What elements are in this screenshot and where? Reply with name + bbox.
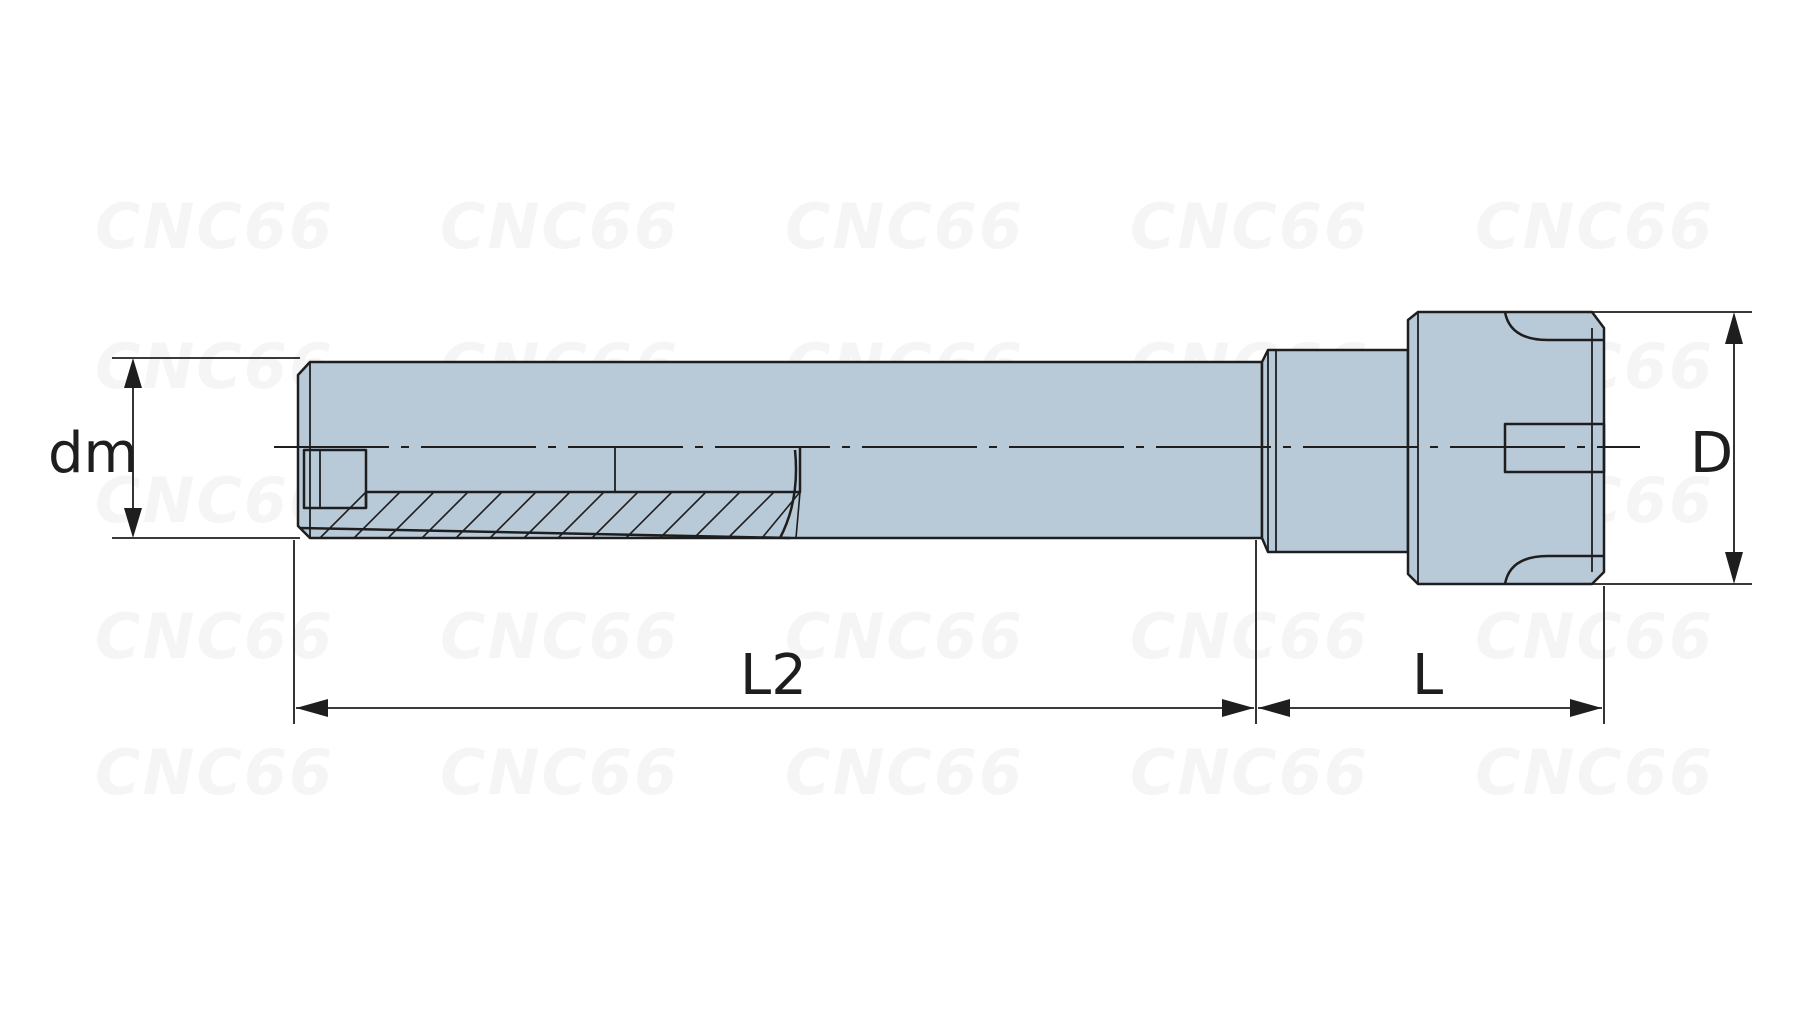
hatch-line xyxy=(523,491,571,539)
hatch-line xyxy=(421,491,469,539)
hatch-line xyxy=(795,491,801,539)
watermark-text: CNC66 xyxy=(1475,600,1714,673)
section-hatching xyxy=(319,491,801,539)
dim-label-D: D xyxy=(1690,421,1733,486)
hatch-line xyxy=(455,491,503,539)
watermark-text: CNC66 xyxy=(95,190,334,263)
tool-shank xyxy=(296,360,1264,540)
watermark-text: CNC66 xyxy=(1475,190,1714,263)
watermark-text: CNC66 xyxy=(785,190,1024,263)
watermark-text: CNC66 xyxy=(1130,600,1369,673)
dimension-L2: L2 xyxy=(293,540,1257,724)
dimension-dm: dm xyxy=(48,357,300,539)
hatch-line xyxy=(353,491,401,539)
watermark-text: CNC66 xyxy=(95,600,334,673)
dim-label-dm: dm xyxy=(48,421,138,486)
hatch-line xyxy=(727,491,775,539)
watermark-text: CNC66 xyxy=(95,736,334,809)
watermark-text: CNC66 xyxy=(1130,190,1369,263)
hatch-line xyxy=(319,491,367,539)
hatch-line xyxy=(625,491,673,539)
dimension-L: L xyxy=(1258,586,1605,724)
dim-label-L: L xyxy=(1412,643,1443,708)
watermark-text: CNC66 xyxy=(440,600,679,673)
hatch-line xyxy=(591,491,639,539)
watermark-text: CNC66 xyxy=(785,736,1024,809)
hatch-line xyxy=(693,491,741,539)
hatch-line xyxy=(489,491,537,539)
hatch-line xyxy=(557,491,605,539)
hatch-line xyxy=(659,491,707,539)
watermark-text: CNC66 xyxy=(785,600,1024,673)
watermark-text: CNC66 xyxy=(1130,736,1369,809)
hatch-line xyxy=(761,491,801,539)
watermark-text: CNC66 xyxy=(1475,736,1714,809)
tool-neck xyxy=(1260,348,1410,554)
watermark-text: CNC66 xyxy=(440,736,679,809)
watermark-text: CNC66 xyxy=(440,190,679,263)
dim-label-L2: L2 xyxy=(740,643,807,708)
dimension-D: D xyxy=(1592,311,1752,585)
hatch-line xyxy=(387,491,435,539)
